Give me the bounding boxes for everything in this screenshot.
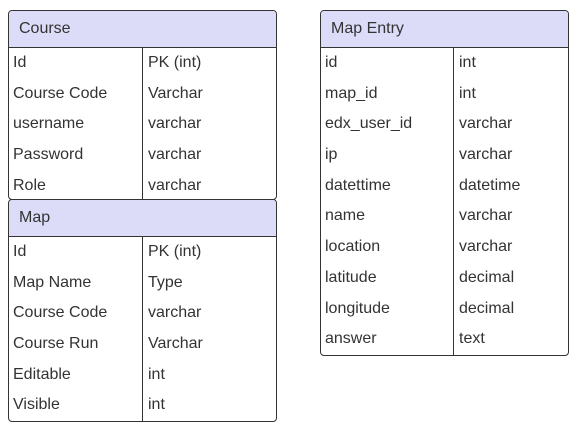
field-name: name xyxy=(325,207,366,225)
field-name: answer xyxy=(325,330,377,348)
field-row: id int xyxy=(321,48,568,79)
entity-fields: id int map_id int edx_user_id varchar ip… xyxy=(321,48,568,355)
field-type: varchar xyxy=(148,115,202,133)
field-type: int xyxy=(459,54,476,71)
field-type: varchar xyxy=(459,238,513,256)
field-row: datettime datetime xyxy=(321,171,568,202)
field-name: edx_user_id xyxy=(325,115,413,133)
field-name: longitude xyxy=(325,299,390,317)
field-row: Visible int xyxy=(9,390,276,421)
field-row: Role varchar xyxy=(9,171,276,199)
field-name: datettime xyxy=(325,176,391,194)
field-type: varchar xyxy=(459,207,513,225)
field-row: Course Run Varchar xyxy=(9,329,276,360)
field-type: Type xyxy=(148,273,183,291)
field-name: id xyxy=(325,54,338,71)
field-type: PK (int) xyxy=(148,54,202,71)
entity-fields: Id PK (int) Map Name Type Course Code va… xyxy=(9,237,276,421)
field-type: varchar xyxy=(459,146,513,164)
field-type: int xyxy=(459,84,476,102)
entity-fields: Id PK (int) Course Code Varchar username… xyxy=(9,48,276,199)
field-row: latitude decimal xyxy=(321,263,568,294)
field-type: datetime xyxy=(459,176,521,194)
entity-title: Course xyxy=(9,11,276,48)
field-type: int xyxy=(148,365,165,383)
field-type: int xyxy=(148,396,165,414)
field-row: Course Code varchar xyxy=(9,298,276,329)
field-name: ip xyxy=(325,146,338,164)
field-name: username xyxy=(13,115,85,133)
field-name: Visible xyxy=(13,396,60,414)
field-row: username varchar xyxy=(9,109,276,140)
field-name: Course Run xyxy=(13,335,99,353)
field-row: location varchar xyxy=(321,232,568,263)
field-name: latitude xyxy=(325,268,377,286)
field-row: Password varchar xyxy=(9,140,276,171)
field-name: map_id xyxy=(325,84,378,102)
field-type: text xyxy=(459,330,485,348)
field-name: Role xyxy=(13,176,46,194)
field-row: name varchar xyxy=(321,201,568,232)
field-name: Editable xyxy=(13,365,71,383)
entity-map-entry[interactable]: Map Entry id int map_id int edx_user_id … xyxy=(320,10,569,356)
entity-title: Map Entry xyxy=(321,11,568,48)
field-type: varchar xyxy=(459,115,513,133)
field-name: Course Code xyxy=(13,304,108,322)
field-name: Course Code xyxy=(13,84,108,102)
field-row: longitude decimal xyxy=(321,294,568,325)
field-row: Course Code Varchar xyxy=(9,79,276,110)
field-row: Map Name Type xyxy=(9,268,276,299)
field-row: edx_user_id varchar xyxy=(321,109,568,140)
field-type: Varchar xyxy=(148,335,203,353)
field-row: Id PK (int) xyxy=(9,48,276,79)
field-name: Map Name xyxy=(13,273,92,291)
field-type: varchar xyxy=(148,146,202,164)
entity-course[interactable]: Course Id PK (int) Course Code Varchar u… xyxy=(8,10,277,200)
field-row: Id PK (int) xyxy=(9,237,276,268)
field-name: Id xyxy=(13,54,27,71)
field-row: ip varchar xyxy=(321,140,568,171)
field-name: Id xyxy=(13,243,27,260)
field-type: varchar xyxy=(148,304,202,322)
field-name: Password xyxy=(13,146,84,164)
field-type: PK (int) xyxy=(148,243,202,260)
field-name: location xyxy=(325,238,381,256)
entity-title: Map xyxy=(9,200,276,237)
field-type: varchar xyxy=(148,176,202,194)
field-row: map_id int xyxy=(321,79,568,110)
field-type: Varchar xyxy=(148,84,203,102)
field-row: answer text xyxy=(321,324,568,355)
entity-map[interactable]: Map Id PK (int) Map Name Type Course Cod… xyxy=(8,199,277,422)
field-row: Editable int xyxy=(9,360,276,391)
field-type: decimal xyxy=(459,268,515,286)
field-type: decimal xyxy=(459,299,515,317)
